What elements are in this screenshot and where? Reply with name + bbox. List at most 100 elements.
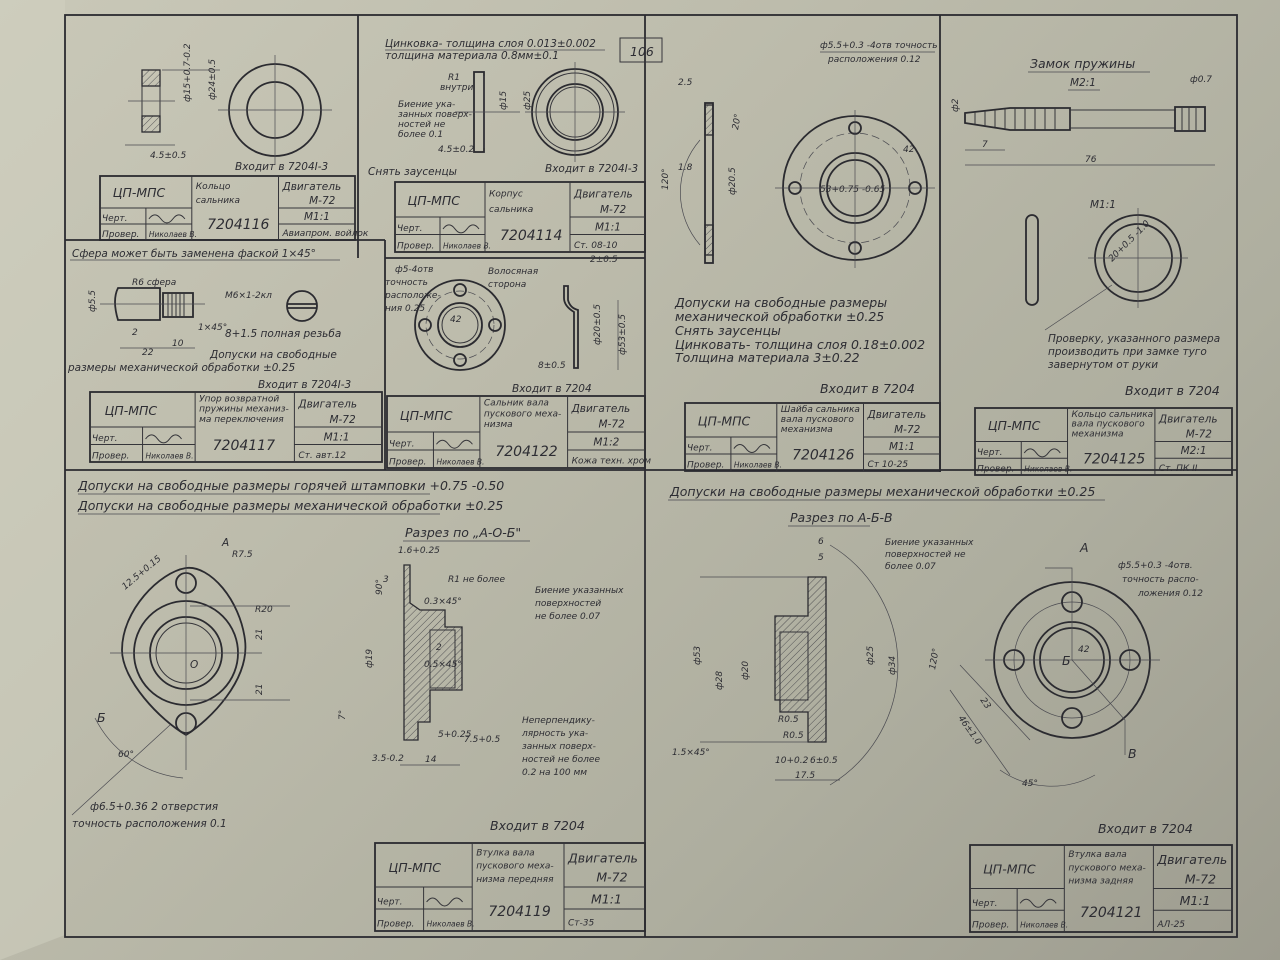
signature-icon <box>426 897 463 907</box>
dim-label: R7.5 <box>232 550 253 560</box>
dim-label: ф0.7 <box>1190 75 1212 85</box>
scale-value: М1:1 <box>889 441 915 453</box>
dim-label: 14 <box>425 755 437 765</box>
dim-label: 10+0.2 <box>775 756 809 766</box>
org-label: ЦП-МПС <box>698 413 751 428</box>
dim-label: 1×45° <box>198 323 227 333</box>
scale-value: М1:1 <box>324 431 350 443</box>
dim-label: ф20.5 <box>728 167 738 195</box>
part-name: Втулка вала <box>476 848 534 858</box>
part-name: низма задняя <box>1068 877 1134 887</box>
dim-label: 7.5+0.5 <box>464 735 500 745</box>
dim-label: 2 <box>436 643 442 653</box>
dim-label: 76 <box>1085 155 1097 165</box>
drawn-label: Черт. <box>377 898 403 908</box>
note-text: ф6.5+0.36 2 отверстия <box>90 801 218 813</box>
note-text: поверхностей <box>535 599 601 609</box>
part-name: вала пускового <box>1072 420 1146 430</box>
includes-label: Входит в 7204I-3 <box>235 161 328 173</box>
engine-model: М-72 <box>600 204 627 216</box>
drawing-title: Замок пружины <box>1030 56 1135 71</box>
dim-label: R0.5 <box>778 715 799 725</box>
drawn-label: Черт. <box>397 224 423 234</box>
note-text: занных поверх- <box>398 110 472 120</box>
engine-model: М-72 <box>894 424 921 436</box>
dim-label: ф2 <box>951 98 961 112</box>
dim-label: 21 <box>255 629 265 640</box>
material-value: Ст. 08-10 <box>574 241 618 251</box>
dim-label: 0.5×45° <box>424 660 462 670</box>
dim-label: 1.5×45° <box>672 748 710 758</box>
dim-label: 2 <box>132 328 138 338</box>
dim-label: 23 <box>978 696 993 711</box>
material-value: Ст. авт.12 <box>298 451 346 461</box>
org-label: ЦП-МПС <box>400 408 453 423</box>
scale-value: М1:1 <box>591 892 622 907</box>
org-label: ЦП-МПС <box>988 418 1041 433</box>
drawing-rear-bushing: Допуски на свободные размеры механическо… <box>668 484 1203 836</box>
engine-label: Двигатель <box>282 181 342 193</box>
note-text: Биение указанных <box>885 538 974 548</box>
note-text: Неперпендику- <box>522 716 595 726</box>
engine-label: Двигатель <box>567 850 638 865</box>
drawing-front-bushing: Допуски на свободные размеры горячей шта… <box>71 478 624 833</box>
dim-label: ф5.5 <box>88 290 98 312</box>
checked-label: Провер. <box>397 242 434 252</box>
dim-label: внутри <box>440 83 473 93</box>
note-text: ностей не более <box>522 755 600 765</box>
checked-label: Провер. <box>92 452 129 462</box>
note-text: более 0.1 <box>398 130 443 140</box>
drawn-label: Черт. <box>687 444 713 454</box>
section-mark: А <box>1079 540 1089 555</box>
dim-label: 21 <box>255 684 265 695</box>
dim-label: 42 <box>1078 645 1090 655</box>
checker-name: Николаев В. <box>146 452 194 461</box>
note-text: точность расположения 0.1 <box>72 818 227 830</box>
section-title: Разрез по А-Б-В <box>790 510 893 525</box>
note-text: 0.2 на 100 мм <box>522 768 587 778</box>
material-value: Ст 10-25 <box>868 460 909 470</box>
note-text: размеры механической обработки ±0.25 <box>67 362 295 374</box>
scale-value: М1:1 <box>304 211 330 223</box>
dim-label: ф28 <box>715 671 725 690</box>
includes-label: Входит в 7204 <box>1125 383 1220 398</box>
dim-label: 2.5 <box>678 78 693 88</box>
note-text: толщина материала 0.8мм±0.1 <box>385 50 559 62</box>
drawing-gland-ring: ф24±0.5 ф15+0.7-0.2 4.5±0.5 Входит в 720… <box>125 43 332 173</box>
dim-label: 7° <box>338 710 348 720</box>
dim-label: 10 <box>172 339 184 349</box>
dim-label: 1.6+0.25 <box>398 546 440 556</box>
note-text: ностей не <box>398 120 446 130</box>
note-text: ф5.5+0.3 -4отв. <box>1118 561 1193 571</box>
dim-label: 60° <box>118 750 134 760</box>
part-name: ма переключения <box>199 415 284 425</box>
dim-label: 3.5-0.2 <box>372 754 404 764</box>
checked-label: Провер. <box>102 230 139 240</box>
org-label: ЦП-МПС <box>983 862 1036 877</box>
scale-value: М1:1 <box>1180 893 1211 908</box>
dim-label: ф25 <box>866 646 876 665</box>
includes-label: Входит в 7204 <box>512 383 592 395</box>
engine-label: Двигатель <box>1158 414 1218 426</box>
material-value: Кожа техн. хром <box>572 457 652 467</box>
includes-label: Входит в 7204 <box>1098 821 1193 836</box>
dim-label: 4.5±0.5 <box>150 151 186 161</box>
dim-label: ф53±0.5 <box>618 314 628 355</box>
note-text: ф5-4отв <box>395 265 433 275</box>
dim-label: 4.5±0.2 <box>438 145 474 155</box>
part-number: 7204121 <box>1080 905 1142 921</box>
note-text: Волосяная <box>488 267 539 277</box>
engine-model: М-72 <box>1185 871 1216 886</box>
scale-value: М2:1 <box>1181 445 1207 457</box>
note-text: более 0.07 <box>885 562 936 572</box>
note-text: Допуски на свободные размеры механическо… <box>77 498 503 513</box>
dim-label: R1 <box>448 73 460 83</box>
engine-label: Двигатель <box>571 403 631 415</box>
engine-model: М-72 <box>596 870 627 885</box>
note-text: Допуски на свободные размеры механическо… <box>669 484 1095 499</box>
section-title: Разрез по „А-О-Б" <box>405 525 521 540</box>
